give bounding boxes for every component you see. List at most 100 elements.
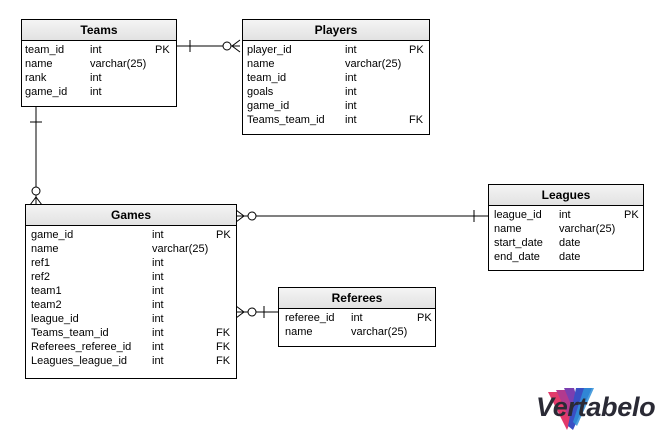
column-name: team2 <box>31 299 62 311</box>
column-row: rank int <box>22 71 176 85</box>
column-key: FK <box>216 341 231 353</box>
column-row: name varchar(25) <box>279 325 435 339</box>
column-type: varchar(25) <box>90 58 147 70</box>
column-row: game_id int PK <box>26 228 236 242</box>
column-row: name varchar(25) <box>243 57 429 71</box>
table-title: Players <box>243 20 429 41</box>
column-row: end_date date <box>489 250 643 264</box>
column-row: goals int <box>243 85 429 99</box>
column-row: start_date date <box>489 236 643 250</box>
column-type: varchar(25) <box>559 223 616 235</box>
column-key: PK <box>624 209 639 221</box>
table-leagues[interactable]: Leagues league_id int PK name varchar(25) s… <box>488 184 644 271</box>
column-list: league_id int PK name varchar(25) start_dat… <box>489 206 643 264</box>
column-row: team1 int <box>26 284 236 298</box>
column-name: Referees_referee_id <box>31 341 132 353</box>
column-name: name <box>285 326 313 338</box>
column-name: name <box>494 223 522 235</box>
column-type: int <box>90 72 102 84</box>
table-title: Games <box>26 205 236 226</box>
column-type: int <box>152 229 164 241</box>
table-title: Referees <box>279 288 435 309</box>
column-name: goals <box>247 86 274 98</box>
column-name: game_id <box>31 229 74 241</box>
column-name: rank <box>25 72 47 84</box>
column-row: ref2 int <box>26 270 236 284</box>
column-key: FK <box>216 355 231 367</box>
column-name: Teams_team_id <box>31 327 109 339</box>
column-name: ref2 <box>31 271 50 283</box>
column-type: varchar(25) <box>351 326 408 338</box>
column-name: league_id <box>31 313 79 325</box>
vertabelo-logo-icon <box>548 388 594 430</box>
column-type: int <box>152 271 164 283</box>
column-name: player_id <box>247 44 292 56</box>
column-name: league_id <box>494 209 542 221</box>
column-name: Leagues_league_id <box>31 355 128 367</box>
column-row: team_id int <box>243 71 429 85</box>
column-type: int <box>559 209 571 221</box>
column-type: varchar(25) <box>345 58 402 70</box>
column-row: league_id int PK <box>489 208 643 222</box>
column-type: varchar(25) <box>152 243 209 255</box>
column-key: FK <box>216 327 231 339</box>
column-name: referee_id <box>285 312 335 324</box>
rel-games-referees <box>235 305 278 319</box>
column-type: int <box>152 327 164 339</box>
column-type: int <box>90 44 102 56</box>
column-type: int <box>345 72 357 84</box>
column-row: Teams_team_id int FK <box>26 326 236 340</box>
column-name: team_id <box>25 44 65 56</box>
column-name: name <box>247 58 275 70</box>
column-row: name varchar(25) <box>22 57 176 71</box>
column-type: date <box>559 251 581 263</box>
column-type: int <box>152 285 164 297</box>
column-key: PK <box>417 312 432 324</box>
column-row: Referees_referee_id int FK <box>26 340 236 354</box>
column-name: name <box>31 243 59 255</box>
column-name: end_date <box>494 251 540 263</box>
column-name: team_id <box>247 72 287 84</box>
column-key: FK <box>409 114 424 126</box>
column-type: int <box>345 100 357 112</box>
column-row: Leagues_league_id int FK <box>26 354 236 368</box>
rel-teams-games <box>29 106 43 206</box>
column-type: int <box>152 355 164 367</box>
column-name: name <box>25 58 53 70</box>
column-type: int <box>351 312 363 324</box>
column-type: int <box>90 86 102 98</box>
column-key: PK <box>409 44 424 56</box>
column-type: date <box>559 237 581 249</box>
table-title: Teams <box>22 20 176 41</box>
column-type: int <box>345 114 357 126</box>
column-row: name varchar(25) <box>489 222 643 236</box>
column-row: game_id int <box>243 99 429 113</box>
column-row: name varchar(25) <box>26 242 236 256</box>
column-type: int <box>152 341 164 353</box>
table-referees[interactable]: Referees referee_id int PK name varchar(25) <box>278 287 436 347</box>
column-name: team1 <box>31 285 62 297</box>
column-type: int <box>152 257 164 269</box>
column-name: game_id <box>247 100 290 112</box>
column-type: int <box>345 86 357 98</box>
column-type: int <box>345 44 357 56</box>
column-key: PK <box>216 229 231 241</box>
table-title: Leagues <box>489 185 643 206</box>
column-type: int <box>152 299 164 311</box>
column-name: start_date <box>494 237 543 249</box>
rel-games-leagues <box>235 209 488 223</box>
column-row: team2 int <box>26 298 236 312</box>
rel-teams-players <box>176 39 241 53</box>
